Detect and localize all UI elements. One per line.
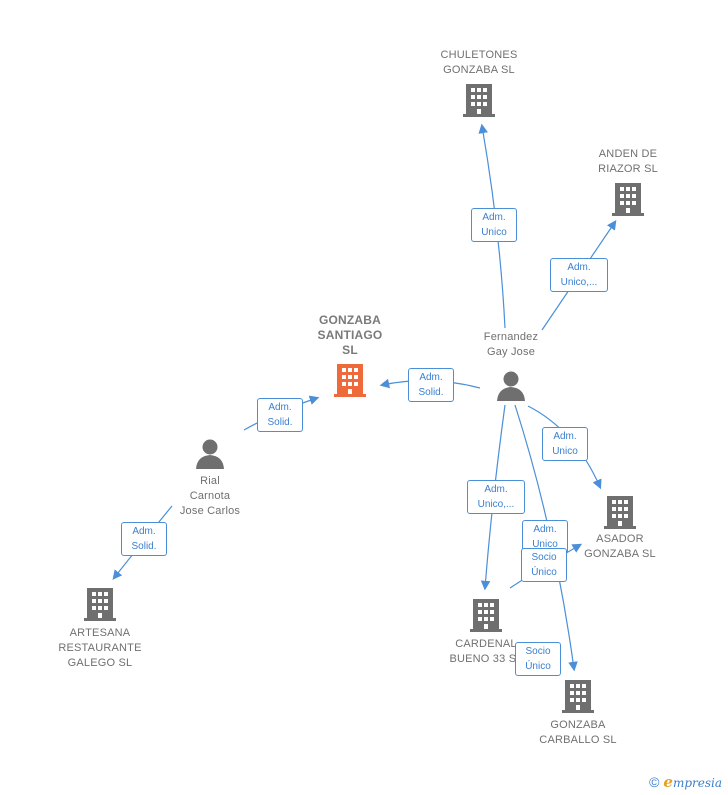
node-artesana-restaurante[interactable]: ARTESANA RESTAURANTE GALEGO SL bbox=[46, 586, 154, 671]
node-label: GONZABA SANTIAGO SL bbox=[317, 313, 383, 357]
role-badge-asador: Adm. Unico bbox=[542, 427, 588, 461]
role-badge-asador-socio: Socio Único bbox=[521, 548, 567, 582]
node-rial-carnota[interactable]: Rial Carnota Jose Carlos bbox=[160, 438, 260, 519]
building-icon bbox=[463, 84, 495, 117]
node-gonzaba-santiago[interactable]: GONZABA SANTIAGO SL bbox=[302, 313, 398, 398]
node-label: ASADOR GONZABA SL bbox=[584, 533, 656, 560]
role-badge-artesana: Adm. Solid. bbox=[121, 522, 167, 556]
node-label: Fernandez Gay Jose bbox=[483, 331, 539, 358]
person-icon bbox=[196, 439, 224, 469]
role-badge-anden: Adm. Unico,... bbox=[550, 258, 608, 292]
brand-logo-initial: e bbox=[663, 773, 673, 791]
node-label: GONZABA CARBALLO SL bbox=[539, 719, 617, 746]
node-label: Rial Carnota Jose Carlos bbox=[179, 475, 241, 517]
building-icon bbox=[562, 680, 594, 713]
building-icon bbox=[334, 364, 366, 397]
role-badge-carballo-socio: Socio Único bbox=[515, 642, 561, 676]
node-anden-de-riazor[interactable]: ANDEN DE RIAZOR SL bbox=[580, 147, 676, 217]
building-icon bbox=[604, 496, 636, 529]
role-badge-cardenal: Adm. Unico,... bbox=[467, 480, 525, 514]
copyright-footer: ©empresia bbox=[649, 773, 722, 791]
role-badge-rial-santiago: Adm. Solid. bbox=[257, 398, 303, 432]
node-label: ARTESANA RESTAURANTE GALEGO SL bbox=[58, 627, 142, 669]
building-icon bbox=[612, 183, 644, 216]
building-icon bbox=[470, 599, 502, 632]
node-fernandez-gay-jose[interactable]: Fernandez Gay Jose bbox=[464, 330, 558, 402]
node-gonzaba-carballo[interactable]: GONZABA CARBALLO SL bbox=[526, 678, 630, 748]
node-asador-gonzaba[interactable]: ASADOR GONZABA SL bbox=[570, 494, 670, 562]
role-badge-fernandez-santiago: Adm. Solid. bbox=[408, 368, 454, 402]
person-icon bbox=[497, 371, 525, 401]
node-label: CHULETONES GONZABA SL bbox=[440, 49, 518, 76]
node-label: ANDEN DE RIAZOR SL bbox=[598, 148, 658, 175]
building-icon bbox=[84, 588, 116, 621]
copyright-icon: © bbox=[649, 774, 660, 790]
role-badge-chuletones: Adm. Unico bbox=[471, 208, 517, 242]
brand-logo-text: mpresia bbox=[672, 776, 722, 790]
node-chuletones-gonzaba[interactable]: CHULETONES GONZABA SL bbox=[420, 48, 538, 118]
node-cardenal-bueno[interactable]: CARDENAL BUENO 33 SL bbox=[436, 597, 536, 667]
